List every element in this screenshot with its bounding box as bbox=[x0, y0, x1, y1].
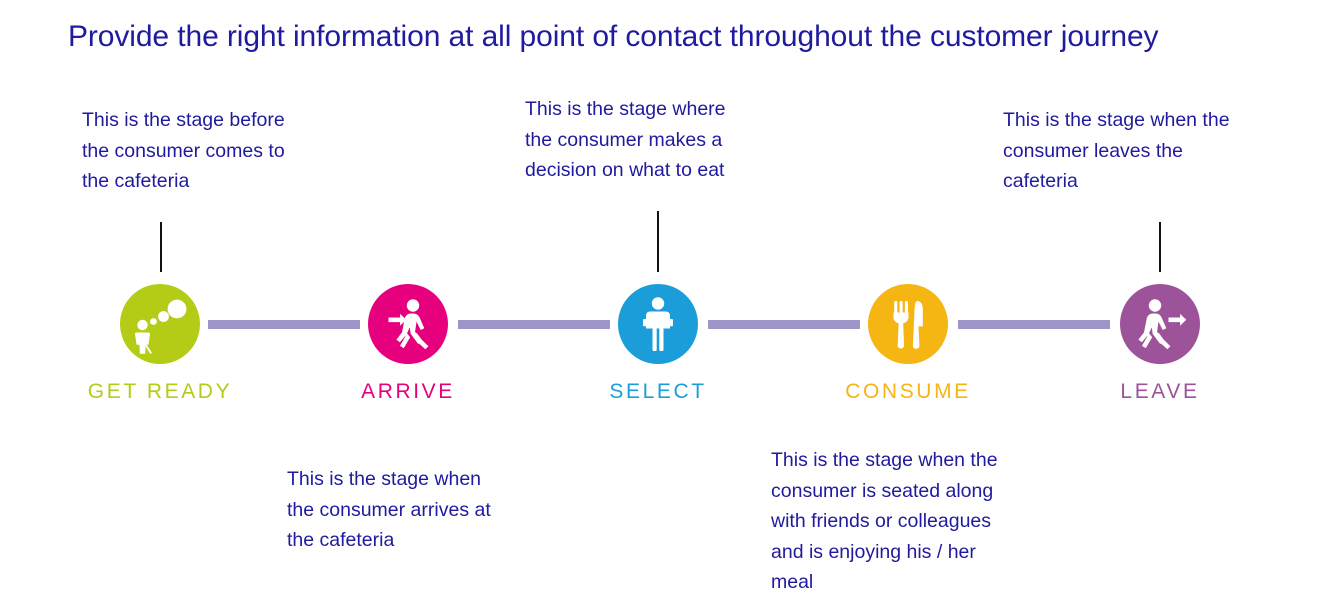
stage-node-arrive[interactable]: ARRIVE bbox=[361, 284, 452, 403]
annotation-line: and is enjoying his / her bbox=[771, 540, 976, 563]
fork-and-knife-icon bbox=[893, 301, 923, 349]
stage-node-select[interactable]: SELECT bbox=[609, 284, 704, 403]
annotation-line: This is the stage when the bbox=[1003, 109, 1230, 131]
annotation-line: consumer leaves the bbox=[1003, 139, 1183, 162]
stage-circle-consume bbox=[868, 284, 948, 364]
stage-node-leave[interactable]: LEAVE bbox=[1120, 284, 1200, 403]
annotation-line: This is the stage before bbox=[82, 109, 285, 131]
annotation-arrive: This is the stage when the consumer arri… bbox=[287, 464, 549, 556]
annotation-line: meal bbox=[771, 571, 814, 593]
annotation-line: the cafeteria bbox=[82, 170, 190, 192]
annotation-line: the consumer arrives at bbox=[287, 498, 491, 521]
stage-node-get-ready[interactable]: GET READY bbox=[88, 284, 230, 403]
connector-consume-leave bbox=[958, 320, 1110, 329]
stage-label-get-ready: GET READY bbox=[87, 380, 233, 403]
connector-select-consume bbox=[708, 320, 860, 329]
annotation-line: cafeteria bbox=[1003, 170, 1078, 192]
stage-label-consume: CONSUME bbox=[845, 380, 971, 403]
leader-line-select bbox=[657, 211, 659, 272]
annotation-line: with friends or colleagues bbox=[771, 510, 992, 532]
annotation-consume: This is the stage when the consumer is s… bbox=[771, 445, 1051, 598]
page-title: Provide the right information at all poi… bbox=[68, 20, 1159, 53]
annotation-leave: This is the stage when the consumer leav… bbox=[1003, 105, 1283, 197]
person-walking-out-icon bbox=[1138, 299, 1187, 350]
stage-node-consume[interactable]: CONSUME bbox=[845, 284, 968, 403]
annotation-line: the cafeteria bbox=[287, 529, 395, 551]
annotation-line: decision on what to eat bbox=[525, 159, 725, 181]
person-with-tray-icon bbox=[643, 297, 673, 351]
annotation-line: This is the stage when the bbox=[771, 449, 998, 471]
annotation-line: This is the stage when bbox=[287, 468, 482, 490]
annotation-get-ready: This is the stage before the consumer co… bbox=[82, 105, 344, 197]
annotation-line: consumer is seated along bbox=[771, 479, 994, 502]
annotation-line: This is the stage where bbox=[525, 98, 726, 120]
connector-arrive-select bbox=[458, 320, 610, 329]
stage-label-leave: LEAVE bbox=[1120, 380, 1200, 403]
stage-label-arrive: ARRIVE bbox=[361, 380, 455, 403]
person-walking-in-icon bbox=[388, 299, 429, 350]
person-thinking-icon bbox=[134, 299, 187, 354]
annotation-select: This is the stage where the consumer mak… bbox=[525, 94, 777, 186]
annotation-line: the consumer comes to bbox=[82, 139, 285, 162]
annotation-line: the consumer makes a bbox=[525, 128, 723, 151]
stage-label-select: SELECT bbox=[609, 380, 707, 403]
leader-line-get-ready bbox=[160, 222, 162, 272]
connector-get-ready-arrive bbox=[208, 320, 360, 329]
stage-circle-get-ready bbox=[120, 284, 200, 364]
leader-line-leave bbox=[1159, 222, 1161, 272]
